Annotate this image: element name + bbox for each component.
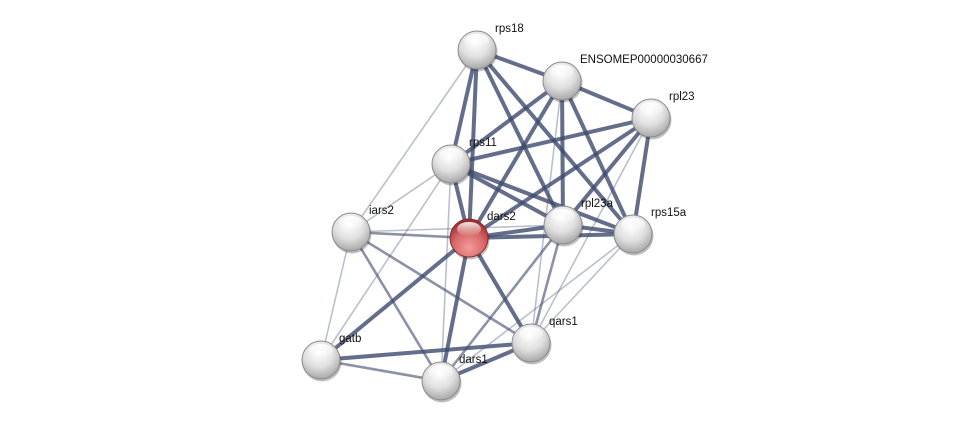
edge-rpl23-dars2[interactable] (467, 116, 653, 240)
node-dars1[interactable]: dars1 (421, 354, 488, 403)
edge-rpl23-rps11[interactable] (450, 116, 652, 166)
node-label: dars1 (459, 354, 488, 366)
node-ens[interactable]: ENSOMEP00000030667 (542, 54, 708, 103)
edge-rpl23a-dars1[interactable] (439, 224, 565, 382)
edge-iars2-qars1[interactable] (350, 230, 532, 345)
edge-iars2-dars1[interactable] (349, 231, 443, 382)
node-iars2[interactable]: iars2 (331, 205, 394, 254)
node-rpl23[interactable]: rpl23 (631, 91, 695, 140)
node-highlight (457, 222, 481, 236)
node-label: qars1 (549, 316, 578, 328)
edge-rps18-iars2[interactable] (350, 49, 478, 233)
node-highlight (309, 344, 333, 358)
node-label: rps18 (495, 23, 524, 35)
node-label: ENSOMEP00000030667 (580, 54, 708, 66)
node-qars1[interactable]: qars1 (511, 316, 578, 365)
node-rps11[interactable]: rps11 (431, 137, 497, 186)
node-rps18[interactable]: rps18 (457, 23, 524, 72)
edge-ens-rps11[interactable] (449, 79, 564, 166)
edge-rpl23a-qars1[interactable] (529, 224, 565, 344)
edge-rps18-dars2[interactable] (467, 49, 479, 239)
edge-rps11-rps15a[interactable] (450, 162, 634, 236)
node-rps15a[interactable]: rps15a (613, 207, 687, 256)
edge-ens-qars1[interactable] (530, 80, 563, 344)
node-highlight (551, 209, 575, 223)
edge-rpl23-rpl23a[interactable] (561, 116, 653, 227)
edge-ens-dars2[interactable] (467, 79, 564, 240)
node-label: rpl23 (669, 91, 695, 103)
edge-ens-rps15a[interactable] (560, 80, 635, 235)
node-label: iars2 (369, 205, 394, 217)
edge-gatb-dars1[interactable] (320, 358, 442, 383)
edge-rpl23-rps15a[interactable] (631, 117, 653, 235)
node-highlight (339, 216, 363, 230)
node-highlight (550, 65, 574, 79)
node-highlight (519, 327, 543, 341)
node-label: rps11 (469, 137, 497, 149)
node-gatb[interactable]: gatb (301, 333, 361, 382)
edge-rps11-rpl23a[interactable] (450, 162, 564, 227)
node-rpl23a[interactable]: rpl23a (543, 198, 614, 247)
node-label: gatb (339, 333, 361, 345)
edge-ens-rpl23a[interactable] (560, 80, 565, 226)
node-dars2[interactable]: dars2 (449, 211, 516, 260)
node-label: dars2 (487, 211, 516, 223)
node-highlight (429, 365, 453, 379)
edge-rps11-dars1[interactable] (440, 163, 452, 382)
edge-dars2-dars1[interactable] (439, 237, 471, 382)
edge-dars2-qars1[interactable] (467, 236, 533, 345)
node-label: rpl23a (581, 198, 614, 210)
node-highlight (639, 102, 663, 116)
edge-rps11-gatb[interactable] (320, 163, 452, 361)
node-highlight (439, 148, 463, 162)
edge-rps15a-qars1[interactable] (530, 233, 634, 344)
edge-dars2-gatb[interactable] (319, 236, 471, 362)
edge-rps15a-dars1[interactable] (440, 233, 634, 382)
edge-rps11-iars2[interactable] (350, 163, 452, 233)
edge-gatb-qars1[interactable] (320, 341, 532, 362)
node-highlight (621, 218, 645, 232)
node-label: rps15a (651, 207, 687, 219)
edge-iars2-dars2[interactable] (350, 230, 470, 240)
edge-rps18-rpl23a[interactable] (475, 49, 565, 226)
node-highlight (465, 34, 489, 48)
edge-iars2-gatb[interactable] (320, 231, 352, 361)
